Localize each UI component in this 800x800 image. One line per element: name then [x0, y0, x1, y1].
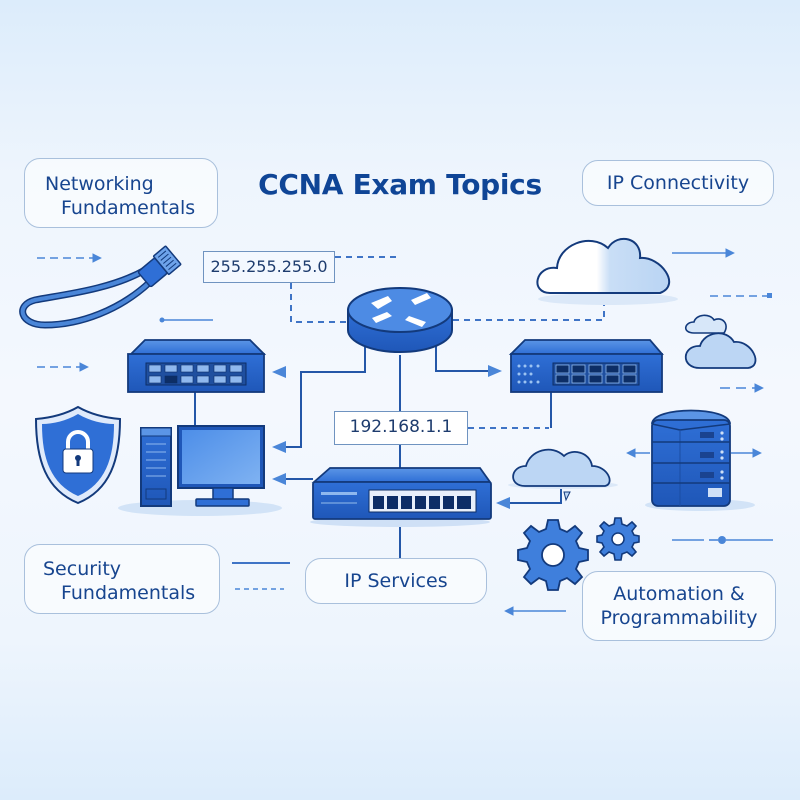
server-icon [645, 409, 755, 511]
shield-lock-icon [34, 405, 122, 505]
topic-label-line2: Programmability [600, 607, 758, 629]
ip-address-label: 192.168.1.1 [334, 411, 468, 445]
router-icon [347, 287, 453, 353]
ethernet-cable-icon [19, 245, 182, 329]
switch-icon-right [508, 339, 664, 393]
topic-label: IP Services [344, 570, 448, 592]
topic-label-line1: Security [43, 558, 122, 580]
topic-ip-services[interactable]: IP Services [305, 558, 487, 604]
switch-icon-left [127, 339, 267, 393]
topic-label: IP Connectivity [606, 172, 750, 194]
topic-automation-programmability[interactable]: Automation & Programmability [582, 571, 776, 641]
page-title: CCNA Exam Topics [258, 168, 542, 201]
topic-ip-connectivity[interactable]: IP Connectivity [582, 160, 774, 206]
topic-label-line2: Fundamentals [61, 197, 196, 219]
topic-label-line1: Networking [45, 173, 154, 195]
subnet-mask-label: 255.255.255.0 [203, 251, 335, 283]
cloud-icon-small [684, 314, 757, 369]
gear-icon-large [517, 519, 589, 591]
topic-label-line1: Automation & [613, 583, 745, 605]
decorative-arrows [37, 248, 773, 616]
cloud-icon-large [536, 237, 678, 305]
topic-security-fundamentals[interactable]: Security Fundamentals [24, 544, 220, 614]
cloud-icon-medium [508, 448, 618, 502]
topic-label-line2: Fundamentals [61, 582, 196, 604]
topic-networking-fundamentals[interactable]: Networking Fundamentals [24, 158, 218, 228]
arrowheads [272, 365, 510, 509]
switch-icon-bottom [310, 467, 492, 527]
computer-icon [118, 425, 282, 516]
gear-icon-small [596, 517, 640, 561]
